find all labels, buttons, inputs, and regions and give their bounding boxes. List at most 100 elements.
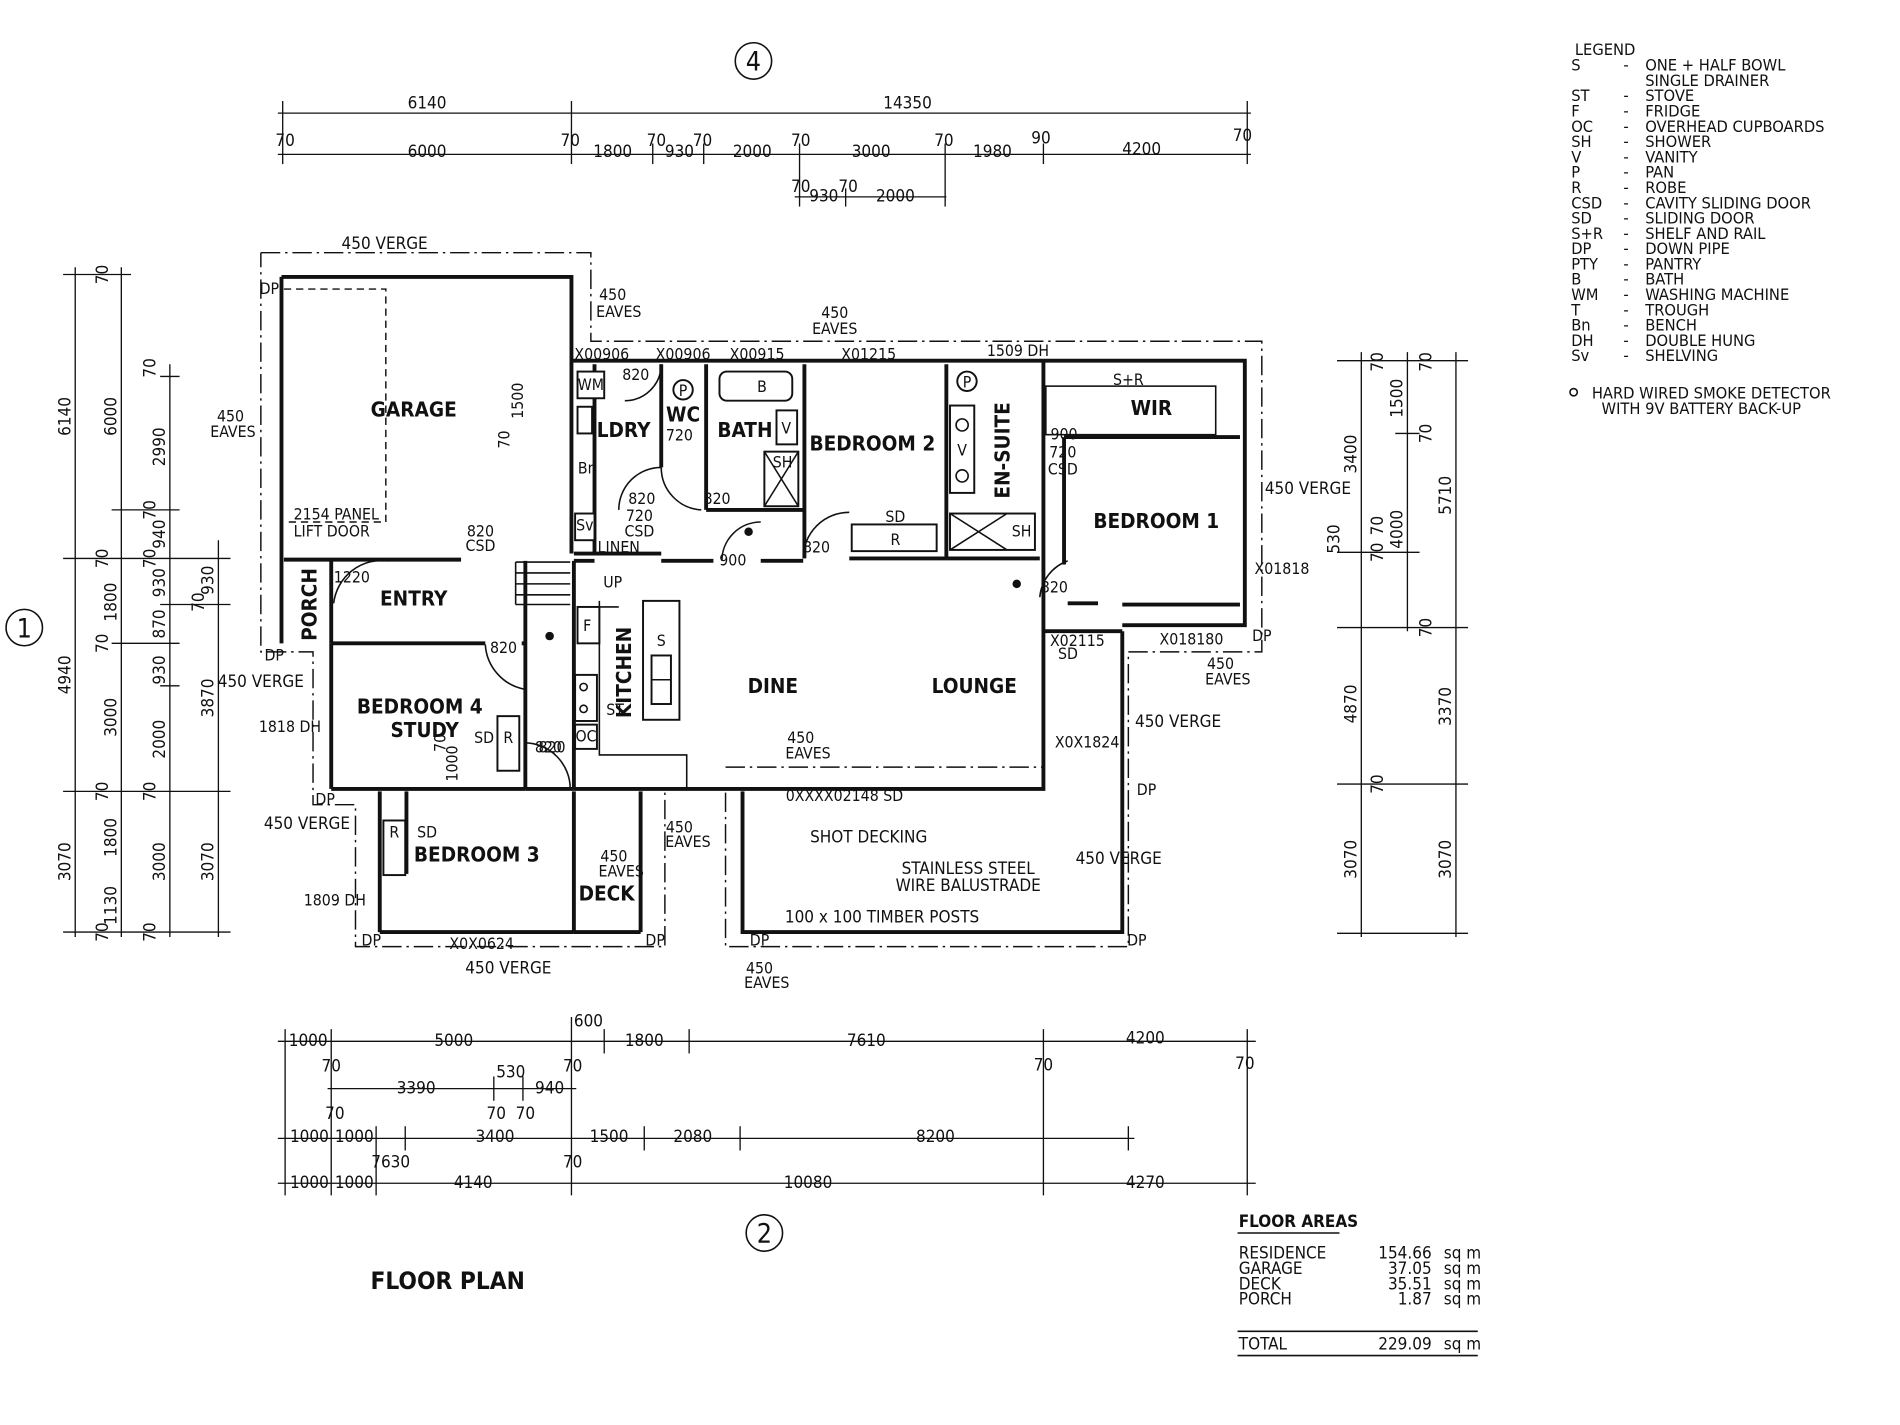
- legend-code: R: [1571, 178, 1581, 197]
- robe-bed2-icon: [850, 523, 938, 553]
- smoke-detector-icon: [1012, 579, 1021, 589]
- svg-text:70: 70: [1368, 774, 1388, 793]
- svg-text:820: 820: [704, 489, 731, 508]
- legend-code: B: [1571, 270, 1581, 289]
- legend-code: Sv: [1571, 346, 1589, 365]
- svg-text:450 VERGE: 450 VERGE: [1076, 849, 1162, 869]
- wir-shelf-icon: [1045, 385, 1217, 436]
- svg-text:DP: DP: [1127, 930, 1147, 949]
- legend-code: ST: [1571, 86, 1590, 105]
- overhead-cupboard-icon: [574, 723, 598, 750]
- legend-dash: -: [1623, 331, 1628, 350]
- svg-text:70: 70: [516, 1104, 535, 1124]
- svg-text:940: 940: [150, 520, 170, 549]
- svg-text:450: 450: [746, 958, 773, 977]
- svg-text:4200: 4200: [1126, 1029, 1165, 1049]
- svg-text:14350: 14350: [883, 93, 932, 113]
- legend-dash: -: [1623, 239, 1628, 258]
- legend-meaning: STOVE: [1645, 86, 1694, 105]
- svg-text:B: B: [757, 377, 767, 396]
- svg-text:STUDY: STUDY: [390, 718, 459, 742]
- svg-text:X0X1824: X0X1824: [1055, 733, 1120, 752]
- room-garage: GARAGE: [371, 397, 457, 421]
- svg-text:ST: ST: [606, 700, 624, 719]
- legend-dash: -: [1623, 163, 1628, 182]
- svg-text:70: 70: [563, 1152, 582, 1172]
- svg-text:DP: DP: [1252, 626, 1272, 645]
- svg-text:DP: DP: [264, 645, 284, 664]
- svg-text:CSD: CSD: [466, 536, 496, 555]
- svg-text:70: 70: [430, 734, 449, 752]
- svg-text:1800: 1800: [625, 1031, 664, 1051]
- svg-text:P: P: [679, 381, 688, 400]
- legend-dash: -: [1623, 300, 1628, 319]
- svg-text:450: 450: [666, 818, 693, 837]
- svg-text:100 x 100 TIMBER POSTS: 100 x 100 TIMBER POSTS: [785, 907, 979, 927]
- legend-meaning: DOUBLE HUNG: [1645, 331, 1755, 350]
- svg-text:V: V: [781, 418, 791, 437]
- door-swings: [332, 364, 1068, 789]
- svg-text:1000: 1000: [335, 1127, 374, 1147]
- svg-text:4870: 4870: [1341, 685, 1361, 724]
- svg-text:450 VERGE: 450 VERGE: [465, 958, 551, 978]
- legend-code: DH: [1571, 331, 1593, 350]
- svg-text:6140: 6140: [408, 93, 447, 113]
- svg-text:1980: 1980: [973, 142, 1012, 162]
- room-bedroom-2: BEDROOM 2: [809, 431, 935, 455]
- wc-pan-icon: [672, 379, 694, 401]
- legend-meaning: CAVITY SLIDING DOOR: [1645, 193, 1811, 212]
- svg-text:1818 DH: 1818 DH: [259, 717, 321, 736]
- svg-text:3070: 3070: [199, 842, 219, 881]
- stairs: [514, 561, 571, 606]
- svg-text:70: 70: [1368, 352, 1388, 371]
- svg-text:SD: SD: [417, 822, 437, 841]
- svg-text:70: 70: [563, 1057, 582, 1077]
- svg-text:EAVES: EAVES: [744, 973, 789, 992]
- svg-text:1000: 1000: [335, 1173, 374, 1193]
- area-label: DECK: [1239, 1274, 1282, 1294]
- svg-text:70: 70: [325, 1104, 344, 1124]
- room-ldry: LDRY: [597, 418, 651, 442]
- svg-text:70: 70: [1368, 543, 1388, 562]
- room-bath: BATH: [717, 418, 772, 442]
- legend-meaning: ROBE: [1645, 178, 1686, 197]
- svg-text:930: 930: [150, 568, 170, 597]
- room-ensuite: EN-SUITE: [990, 402, 1014, 499]
- svg-text:450: 450: [600, 847, 627, 866]
- svg-text:3400: 3400: [1341, 435, 1361, 474]
- svg-text:EAVES: EAVES: [1205, 670, 1250, 689]
- left-dimensions: 6140 4940 3070 70 6000 70 1800 70 3000 7…: [55, 265, 231, 942]
- bath-icon: [718, 370, 794, 402]
- svg-text:4200: 4200: [1122, 139, 1161, 159]
- svg-text:WIRE BALUSTRADE: WIRE BALUSTRADE: [896, 876, 1041, 896]
- svg-text:SHOT DECKING: SHOT DECKING: [810, 827, 927, 847]
- svg-text:UP: UP: [603, 573, 622, 592]
- legend-dash: -: [1623, 254, 1628, 273]
- svg-text:DP: DP: [750, 930, 770, 949]
- svg-text:70: 70: [93, 549, 113, 568]
- svg-text:X018180: X018180: [1160, 630, 1224, 649]
- svg-text:930: 930: [665, 142, 694, 162]
- svg-text:SH: SH: [1012, 522, 1032, 541]
- room-wir: WIR: [1131, 396, 1173, 420]
- legend-meaning: DOWN PIPE: [1645, 239, 1730, 258]
- svg-text:R: R: [890, 530, 900, 549]
- svg-text:X02115: X02115: [1050, 631, 1105, 650]
- svg-text:3400: 3400: [476, 1127, 515, 1147]
- legend-code: WM: [1571, 285, 1598, 304]
- grid-ref-4: 4: [734, 41, 773, 80]
- svg-text:LEGEND: LEGEND: [1575, 40, 1636, 59]
- svg-text:10080: 10080: [784, 1173, 833, 1193]
- svg-text:STAINLESS STEEL: STAINLESS STEEL: [902, 859, 1036, 879]
- drawing-title: FLOOR PLAN: [370, 1266, 524, 1295]
- svg-text:DP: DP: [362, 930, 382, 949]
- svg-text:450 VERGE: 450 VERGE: [342, 234, 428, 254]
- svg-text:7610: 7610: [847, 1031, 886, 1051]
- svg-text:820: 820: [628, 489, 655, 508]
- legend-meaning: SHELF AND RAIL: [1645, 224, 1766, 243]
- svg-text:820: 820: [490, 638, 517, 657]
- legend-code: SD: [1571, 209, 1592, 228]
- legend-dash: -: [1623, 346, 1628, 365]
